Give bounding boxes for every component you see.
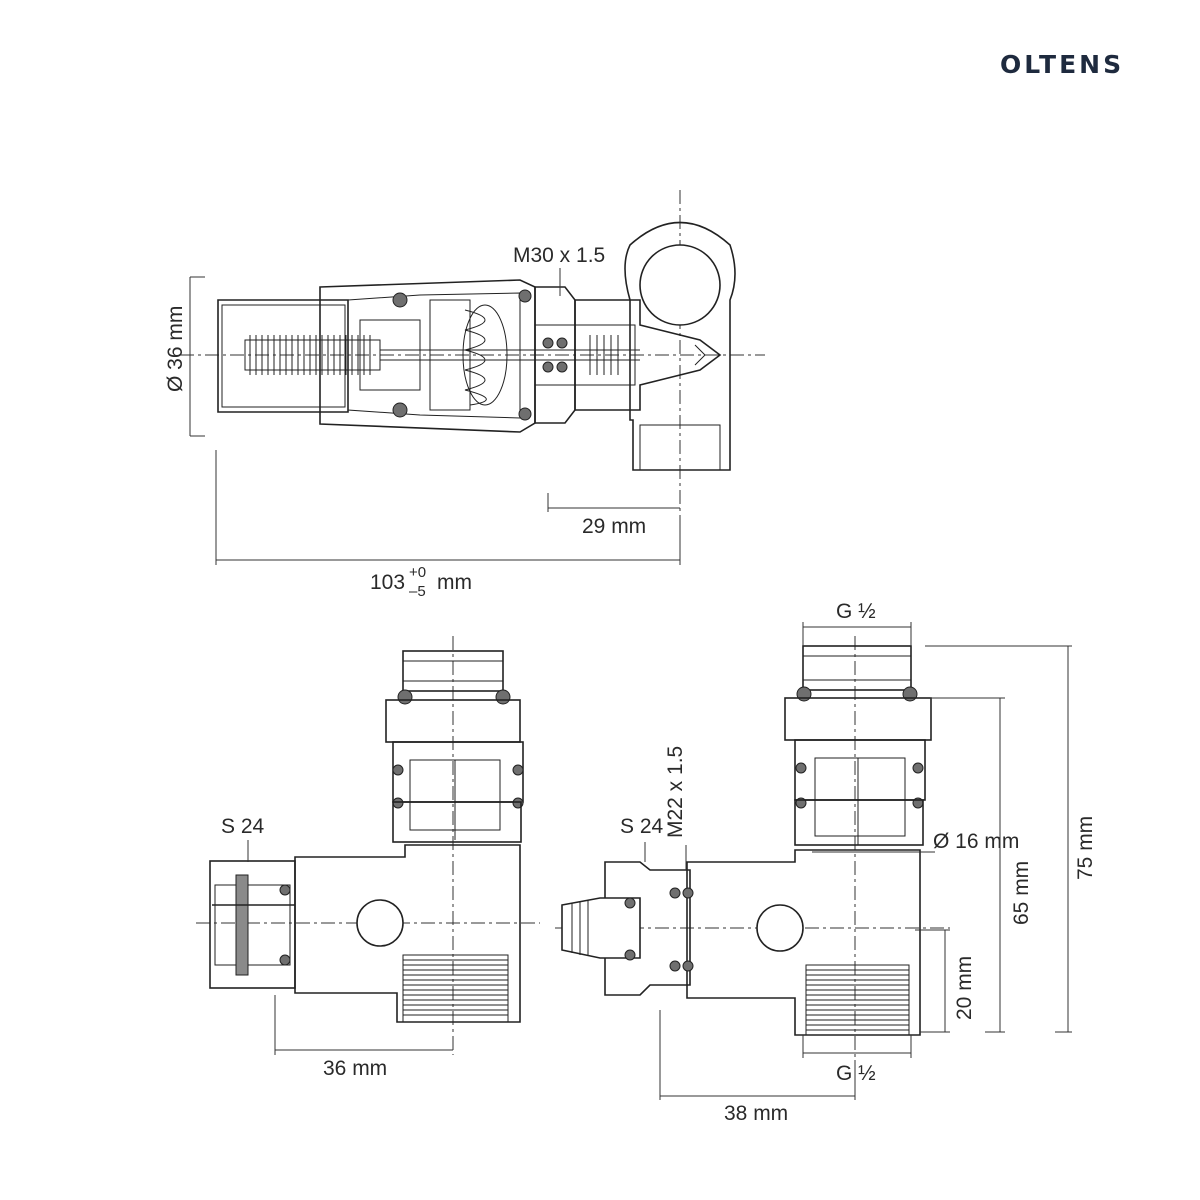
left-thread <box>402 954 509 1023</box>
head-cap <box>217 299 349 413</box>
oring-top <box>392 292 408 308</box>
left-side-union <box>209 860 296 989</box>
length-tol-minus: –5 <box>409 583 426 600</box>
height-20-label: 20 mm <box>953 956 976 1020</box>
diameter-36-label: Ø 36 mm <box>164 306 187 392</box>
brand-logo: OLTENS <box>1000 50 1124 79</box>
right-top-nut <box>802 645 912 691</box>
diameter-16-label: Ø 16 mm <box>933 830 1019 853</box>
right-side-union <box>604 861 691 996</box>
height-65-label: 65 mm <box>1010 861 1033 925</box>
oring-bottom <box>392 402 408 418</box>
elbow-bore <box>639 244 721 326</box>
left-side-port <box>356 899 404 947</box>
offset-29-label: 29 mm <box>582 515 646 538</box>
valve-cartridge <box>534 324 636 386</box>
length-103-label: 103 <box>370 571 405 594</box>
left-dimensions: S 24 36 mm <box>221 815 453 1080</box>
bottom-thread-g12-label: G ½ <box>836 1062 876 1085</box>
right-thread <box>805 964 910 1036</box>
thread-m30-label: M30 x 1.5 <box>513 244 605 267</box>
right-view-valve <box>555 636 950 1060</box>
left-top-nut <box>402 650 504 692</box>
head-spring <box>244 335 381 375</box>
valve-elbow <box>624 221 736 471</box>
left-wrench-s24-label: S 24 <box>221 815 265 838</box>
offset-38-label: 38 mm <box>724 1102 788 1125</box>
top-thread-g12-label: G ½ <box>836 600 876 623</box>
left-view-valve <box>196 636 540 1055</box>
length-unit: mm <box>437 571 472 594</box>
valve-body <box>574 299 722 411</box>
left-offset-36-label: 36 mm <box>323 1057 387 1080</box>
top-dimensions: Ø 36 mm M30 x 1.5 29 mm 103 +0 –5 mm <box>164 244 681 600</box>
left-main-body <box>294 844 521 1023</box>
top-view-valve <box>180 190 765 520</box>
right-pipe-adapter <box>561 897 641 959</box>
thread-m22-label: M22 x 1.5 <box>664 746 687 838</box>
right-main-body <box>686 849 921 1036</box>
right-dimensions: G ½ G ½ S 24 M22 x 1.5 Ø 16 mm 75 mm 65 … <box>620 600 1097 1125</box>
height-75-label: 75 mm <box>1074 816 1097 880</box>
right-wrench-s24-label: S 24 <box>620 815 664 838</box>
right-side-port <box>756 904 804 952</box>
length-tol-plus: +0 <box>409 564 426 581</box>
